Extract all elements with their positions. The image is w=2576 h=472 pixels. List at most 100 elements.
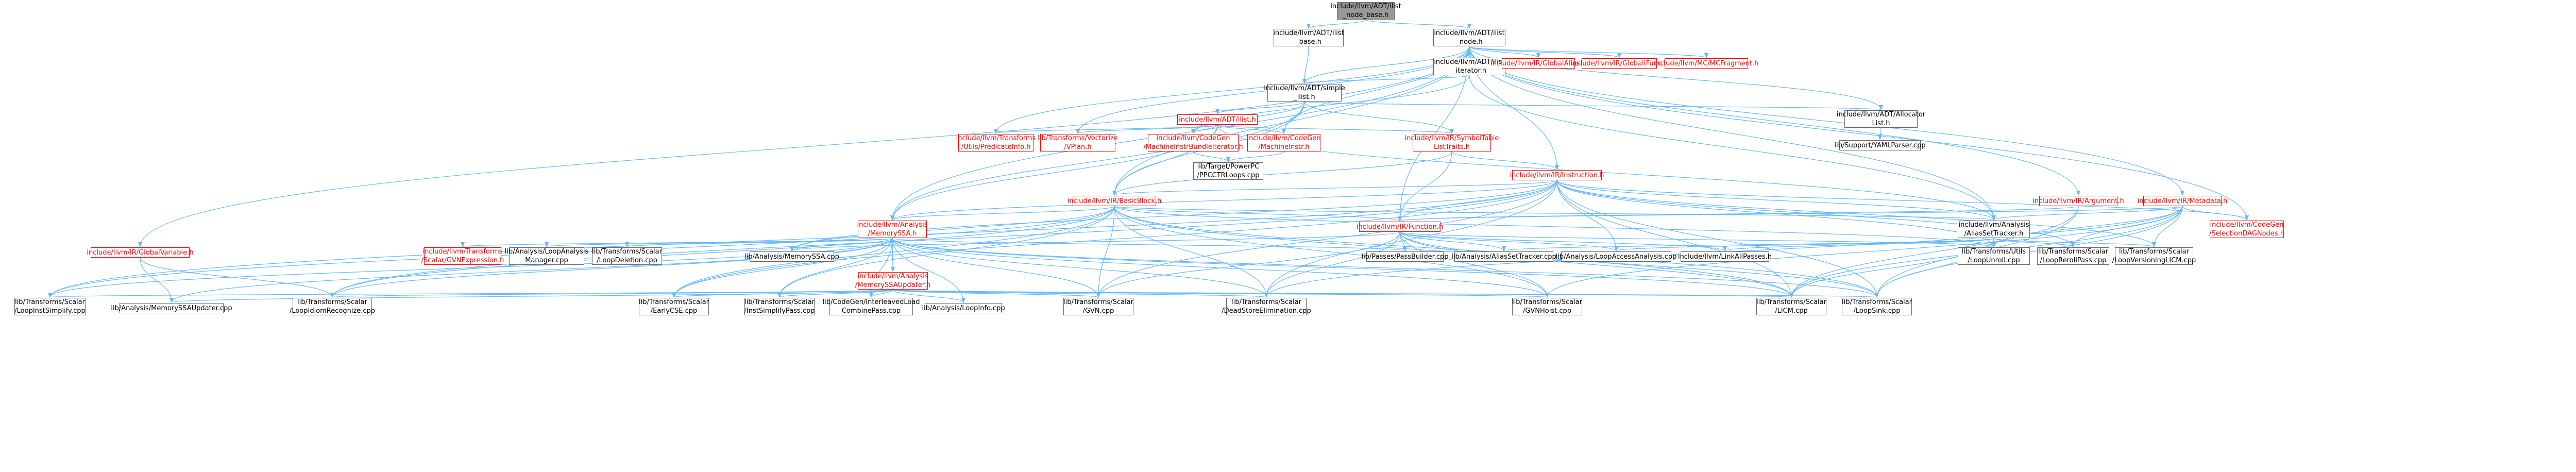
edge-memoryssa-to-memssaupdatercpp (170, 238, 893, 303)
node-earlycse[interactable]: lib/Transforms/Scalar /EarlyCSE.cpp (639, 298, 709, 315)
edge-argument-to-licm (1789, 206, 2079, 298)
edge-instruction-to-loopidiom (330, 180, 1557, 298)
node-seldag[interactable]: include/llvm/CodeGen /SelectionDAGNodes.… (2209, 221, 2284, 238)
edge-memssaupdater-to-gvn (892, 289, 1100, 298)
node-ilisth[interactable]: include/llvm/ADT/ilist.h (1177, 114, 1258, 125)
node-loopidiom[interactable]: lib/Transforms/Scalar /LoopIdiomRecogniz… (289, 298, 376, 315)
node-argument[interactable]: include/llvm/IR/Argument.h (2032, 196, 2124, 206)
edge-ilist_node-to-argument (1469, 46, 2080, 196)
node-memssaupdatercpp[interactable]: lib/Analysis/MemorySSAUpdater.cpp (111, 303, 232, 313)
node-iterator[interactable]: include/llvm/ADT/ilist _iterator.h (1433, 58, 1505, 75)
edge-function-to-aliassetcpp (1399, 231, 1506, 251)
edge-ilisth-to-machineinstr (1217, 124, 1286, 134)
edge-basicblock-to-loopidiom (330, 206, 1115, 298)
edge-basicblock-to-loopinst (1114, 206, 1996, 247)
node-globalvar[interactable]: include/llvm/IR/GlobalVariable.h (87, 247, 194, 258)
edge-instruction-to-earlycse (672, 180, 1557, 298)
edge-ilisth-to-symtab (1217, 124, 1454, 134)
edge-machineinstr-to-ppcloops (1226, 151, 1284, 162)
edge-aliasset-to-looprerollpass (1993, 238, 2075, 247)
node-gvnexpr[interactable]: include/llvm/Transforms /Scalar/GVNExpre… (421, 247, 504, 265)
node-instruction[interactable]: include/llvm/IR/Instruction.h (1510, 170, 1604, 180)
node-interleaved[interactable]: lib/CodeGen/InterleavedLoad CombinePass.… (822, 298, 920, 315)
edge-memoryssa-to-loopsink (892, 238, 1879, 298)
node-mibundle[interactable]: include/llvm/CodeGen /MachineInstrBundle… (1143, 134, 1243, 151)
node-memssaupdater[interactable]: include/llvm/Analysis /MemorySSAUpdater.… (855, 272, 931, 290)
node-looprerollpass[interactable]: lib/Transforms/Scalar /LoopRerollPass.cp… (2037, 247, 2109, 265)
edge-function-to-memoryssacpp (790, 231, 1400, 251)
node-loopdeletion[interactable]: lib/Transforms/Scalar /LoopDeletion.cpp (592, 247, 662, 265)
edge-ilist_node-to-memoryssa (890, 46, 1470, 221)
edge-simple-to-symtab (1304, 101, 1454, 134)
node-memoryssa[interactable]: include/llvm/Analysis /MemorySSA.h (857, 221, 928, 238)
node-mcfrag[interactable]: include/llvm/MC/MCFragment.h (1654, 58, 1758, 69)
edge-instruction-to-aliasset (1556, 180, 1996, 221)
node-loopanalysismgr[interactable]: lib/Analysis/LoopAnalysis Manager.cpp (504, 247, 589, 265)
edge-basicblock-to-dse (1114, 206, 1268, 298)
node-dse[interactable]: lib/Transforms/Scalar /DeadStoreEliminat… (1222, 298, 1311, 315)
node-licm[interactable]: lib/Transforms/Scalar /LICM.cpp (1756, 298, 1826, 315)
node-aliasset[interactable]: include/llvm/Analysis /AliasSetTracker.h (1958, 221, 2030, 238)
edge-simple-to-ilisth (1215, 101, 1305, 114)
edge-globalvar-to-memssaupdatercpp (140, 257, 174, 303)
node-simple[interactable]: include/llvm/ADT/simple _ilist.h (1264, 84, 1345, 102)
edge-memssaupdater-to-loopinfo (892, 289, 965, 303)
node-loopversioning[interactable]: lib/Transforms/Scalar /LoopVersioningLIC… (2112, 247, 2196, 265)
edge-basicblock-to-gvn (1096, 206, 1115, 298)
edge-ilist_node-to-alloclist (1469, 46, 1883, 110)
edge-basicblock-to-instsimplify (777, 206, 1115, 298)
edge-basicblock-to-memoryssacpp (790, 206, 1115, 251)
edge-basicblock-to-earlycse (672, 206, 1115, 298)
node-gvnhoist[interactable]: lib/Transforms/Scalar /GVNHoist.cpp (1512, 298, 1582, 315)
edge-basicblock-to-gvnhoist (1114, 206, 1549, 298)
edge-memoryssa-to-memoryssacpp (790, 238, 893, 251)
edge-simple-to-memoryssa (890, 101, 1305, 221)
edge-memoryssa-to-loopidiom (330, 238, 893, 298)
node-passbuilder[interactable]: lib/Passes/PassBuilder.cpp (1361, 251, 1449, 262)
node-ilist-node[interactable]: include/llvm/ADT/ilist _node.h (1433, 29, 1505, 46)
node-metadata[interactable]: include/llvm/IR/Metadata.h (2138, 196, 2227, 206)
edge-simple-to-alloclist (1304, 101, 1883, 110)
node-loopinfo[interactable]: lib/Analysis/LoopInfo.cpp (922, 303, 1005, 313)
node-memoryssacpp[interactable]: lib/Analysis/MemorySSA.cpp (744, 251, 839, 262)
edge-mibundle-to-ppcloops (1193, 151, 1230, 162)
node-loopinst[interactable]: lib/Transforms/Utils /LoopUnroll.cpp (1958, 247, 2030, 265)
edge-memoryssa-to-loopdeletion (625, 238, 893, 247)
node-linkall[interactable]: include/llvm/LinkAllPasses.h (1678, 251, 1772, 262)
node-ilist-base[interactable]: include/llvm/ADT/ilist _base.h (1273, 29, 1344, 46)
edge-root-to-ilist_base (1307, 19, 1366, 29)
node-loopsink[interactable]: lib/Transforms/Scalar /LoopSink.cpp (1842, 298, 1912, 315)
edge-iterator-to-aliasset (1469, 75, 1996, 221)
node-basicblock[interactable]: include/llvm/IR/BasicBlock.h (1067, 196, 1161, 206)
node-symtab[interactable]: include/llvm/IR/SymbolTable ListTraits.h (1404, 134, 1499, 151)
edge-function-to-linkall (1399, 231, 1727, 251)
edge-memoryssa-to-licm (892, 238, 1793, 298)
node-aliassetcpp[interactable]: lib/Analysis/AliasSetTracker.cpp (1451, 251, 1556, 262)
node-predinfo[interactable]: include/llvm/Transforms /Utils/Predicate… (956, 134, 1036, 151)
node-machineinstr[interactable]: include/llvm/CodeGen /MachineInstr.h (1247, 134, 1321, 151)
node-function[interactable]: include/llvm/IR/Function.h (1357, 222, 1443, 232)
node-globalifunc[interactable]: include/llvm/IR/GlobalIFunc.h (1571, 58, 1668, 69)
edge-memoryssa-to-instsimplify (777, 238, 893, 298)
edge-metadata-to-function (1398, 206, 2183, 222)
node-ppcloops[interactable]: lib/Target/PowerPC /PPCCTRLoops.cpp (1193, 162, 1263, 180)
edge-memoryssa-to-gvn (892, 238, 1100, 298)
node-instsimplify[interactable]: lib/Transforms/Scalar /InstSimplifyPass.… (744, 298, 815, 315)
edge-ilist_node-to-simple (1302, 46, 1470, 84)
edge-symtab-to-instruction (1451, 151, 1559, 170)
node-loopinstsimplify[interactable]: lib/Transforms/Scalar /LoopInstSimplify.… (14, 298, 86, 315)
edge-metadata-to-gvnhoist (1545, 206, 2183, 298)
node-vplan[interactable]: lib/Transforms/Vectorize /VPlan.h (1038, 134, 1118, 151)
node-globalalias[interactable]: include/llvm/IR/GlobalAlias.h (1490, 58, 1586, 69)
edge-memoryssa-to-loopanalysismgr (545, 238, 893, 247)
node-gvn[interactable]: lib/Transforms/Scalar /GVN.cpp (1063, 298, 1133, 315)
edge-metadata-to-loopversioning (2152, 206, 2183, 247)
edge-aliasset-to-loopaccess (1614, 238, 1994, 251)
edge-function-to-loopaccess (1399, 231, 1618, 251)
edge-function-to-loopinst (1399, 231, 1996, 247)
node-root: include/llvm/ADT/ilist _node_base.h (1330, 2, 1401, 20)
node-yaml[interactable]: lib/Support/YAMLParser.cpp (1834, 140, 1926, 150)
node-loopaccess[interactable]: lib/Analysis/LoopAccessAnalysis.cpp (1556, 251, 1676, 262)
edge-function-to-dse (1264, 231, 1400, 298)
node-alloclist[interactable]: include/llvm/ADT/Allocator List.h (1836, 110, 1926, 128)
